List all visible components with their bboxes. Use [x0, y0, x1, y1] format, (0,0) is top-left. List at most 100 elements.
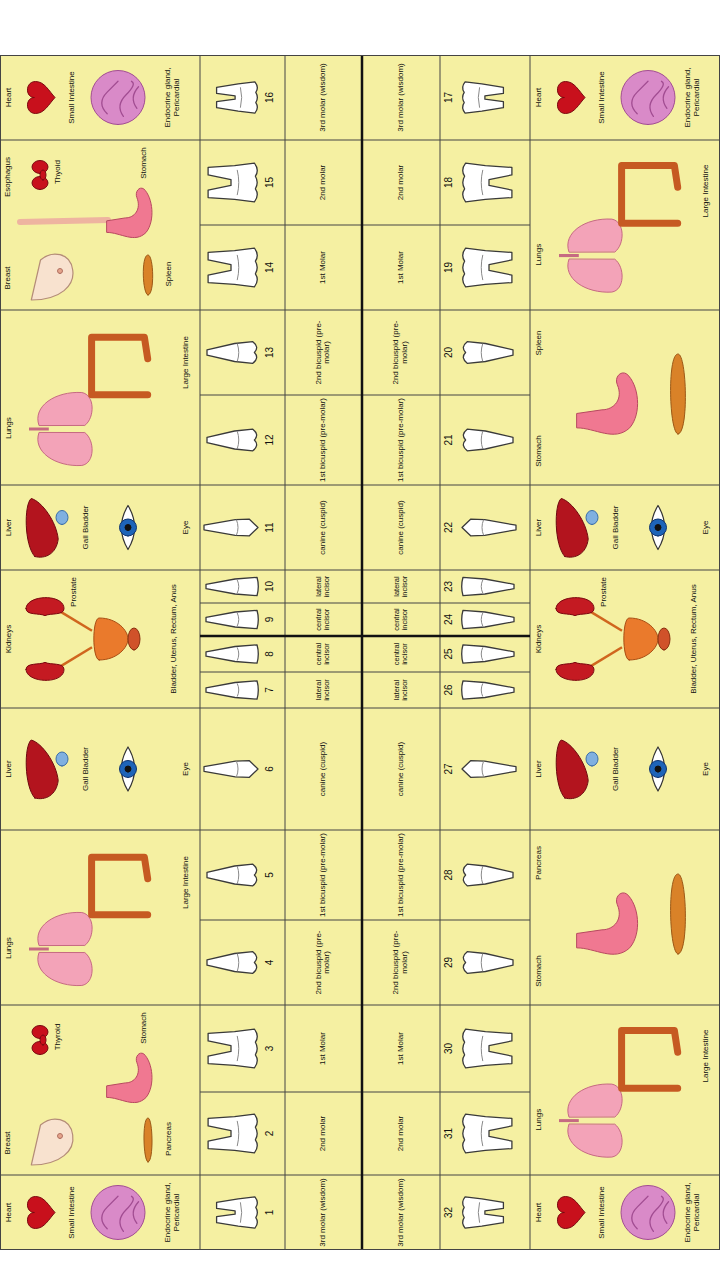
- tooth-cell: 24: [440, 603, 530, 636]
- tooth-name-cell: canine (cuspid): [362, 708, 440, 830]
- ureter-drawing: [590, 611, 622, 630]
- tooth-drawing: [217, 1197, 258, 1228]
- tooth-number: 3: [264, 1005, 275, 1092]
- tooth-drawing: [462, 610, 514, 628]
- tooth-name-cell: lateral incisor: [362, 672, 440, 708]
- tooth-cell: 21: [440, 395, 530, 485]
- tooth-name-cell: 2nd bicuspid (pre-molar): [362, 920, 440, 1005]
- trachea-drawing: [29, 428, 49, 431]
- organ-label: Heart: [5, 1178, 14, 1247]
- tooth-cell: 4: [200, 920, 285, 1005]
- grid-line: [200, 603, 530, 604]
- chart-border: [1, 56, 720, 1250]
- tooth-crown-line: [481, 1121, 483, 1146]
- tooth-number: 21: [443, 395, 454, 485]
- pancreas-drawing: [144, 1118, 152, 1162]
- eye-drawing: [120, 761, 137, 778]
- liver-drawing: [26, 740, 58, 799]
- grid-line: [200, 920, 530, 921]
- tooth-drawing: [204, 519, 258, 536]
- tooth-cell: 7: [200, 672, 285, 708]
- tooth-name: 1st Molar: [397, 1007, 406, 1090]
- organ-label: Heart: [5, 58, 14, 137]
- eye-drawing: [125, 766, 131, 772]
- tooth-cell: 13: [200, 310, 285, 395]
- tooth-name-cell: 1st bicuspid (pre-molar): [285, 395, 362, 485]
- tooth-crown-line: [481, 170, 483, 195]
- tooth-outline: [206, 577, 258, 595]
- tooth-number: 15: [264, 140, 275, 225]
- tooth-drawing: [462, 519, 516, 536]
- tooth-name-cell: 3rd molar (wisdom): [285, 1175, 362, 1250]
- tooth-cell: 32: [440, 1175, 530, 1250]
- tooth-number: 18: [443, 140, 454, 225]
- grid-line: [200, 672, 530, 673]
- prostate-drawing: [128, 628, 140, 650]
- tooth-cell: 9: [200, 603, 285, 636]
- grid-line: [0, 485, 200, 486]
- tooth-cell: 8: [200, 636, 285, 672]
- organ-label: Prostate: [600, 572, 609, 612]
- organ-label: Eye: [702, 711, 711, 827]
- grid-line: [0, 1175, 200, 1176]
- grid-line: [200, 1005, 530, 1006]
- tooth-crown-line: [481, 954, 483, 972]
- tooth-number: 4: [264, 920, 275, 1005]
- small-intestine-drawing: [91, 1186, 145, 1240]
- small-intestine-drawing: [91, 71, 145, 125]
- organ-cell: LungsLarge Intestine: [530, 140, 720, 310]
- tooth-name: 2nd molar: [319, 142, 328, 223]
- tooth-name-cell: 3rd molar (wisdom): [362, 55, 440, 140]
- tooth-cell: 5: [200, 830, 285, 920]
- organ-label: Stomach: [140, 142, 149, 184]
- organ-drawing: [671, 354, 686, 434]
- liver-drawing: [26, 499, 58, 558]
- organ-label: Stomach: [535, 421, 544, 481]
- tooth-name-cell: 2nd bicuspid (pre-molar): [285, 310, 362, 395]
- tooth-number: 26: [443, 672, 454, 708]
- grid-line: [200, 140, 530, 141]
- organ-label: Small Intestine: [68, 1178, 77, 1247]
- tooth-name: 2nd bicuspid (pre-molar): [315, 922, 333, 1003]
- tooth-name: 2nd molar: [319, 1094, 328, 1173]
- tooth-name: 1st Molar: [319, 227, 328, 308]
- tooth-name-cell: 2nd molar: [285, 140, 362, 225]
- tooth-crown-line: [237, 255, 239, 280]
- kidney-drawing: [556, 598, 594, 616]
- grid-line: [530, 310, 720, 311]
- large-intestine-drawing: [92, 857, 148, 915]
- grid-line: [200, 570, 530, 571]
- tooth-number: 10: [264, 570, 275, 603]
- tooth-drawing: [204, 761, 258, 778]
- chart-panel: HeartSmall IntestineEndocrine gland, Per…: [0, 55, 720, 1250]
- tooth-number: 9: [264, 603, 275, 636]
- ureter-drawing: [590, 647, 622, 666]
- kidney-drawing: [26, 598, 64, 616]
- tooth-cell: 30: [440, 1005, 530, 1092]
- tooth-number: 23: [443, 570, 454, 603]
- organ-group-drawing: [559, 1031, 678, 1158]
- tooth-number: 27: [443, 708, 454, 830]
- grid-line: [0, 570, 200, 571]
- organ-label: Large Intestine: [182, 319, 191, 407]
- organ-label: Eye: [182, 711, 191, 827]
- tooth-name-cell: 1st bicuspid (pre-molar): [285, 830, 362, 920]
- organ-cell: StomachSpleen: [530, 310, 720, 485]
- organ-label: Large Intestine: [702, 149, 711, 234]
- tooth-outline: [463, 163, 512, 202]
- kidney-drawing: [556, 662, 594, 680]
- gall-bladder-drawing: [586, 752, 598, 766]
- heart-drawing: [27, 1197, 55, 1229]
- ureter-drawing: [60, 611, 92, 630]
- grid-lines: [0, 55, 720, 1250]
- stomach-drawing: [107, 188, 152, 237]
- organ-label: Liver: [5, 711, 14, 827]
- tooth-cell: 6: [200, 708, 285, 830]
- tooth-crown-line: [481, 683, 483, 696]
- organ-label: Endocrine gland, Pericardial: [684, 1178, 702, 1247]
- tooth-name: central incisor: [393, 605, 410, 634]
- heart-drawing: [27, 82, 55, 114]
- tooth-outline: [206, 645, 258, 663]
- tooth-name: 3rd molar (wisdom): [397, 57, 406, 138]
- breast-drawing: [58, 1134, 63, 1139]
